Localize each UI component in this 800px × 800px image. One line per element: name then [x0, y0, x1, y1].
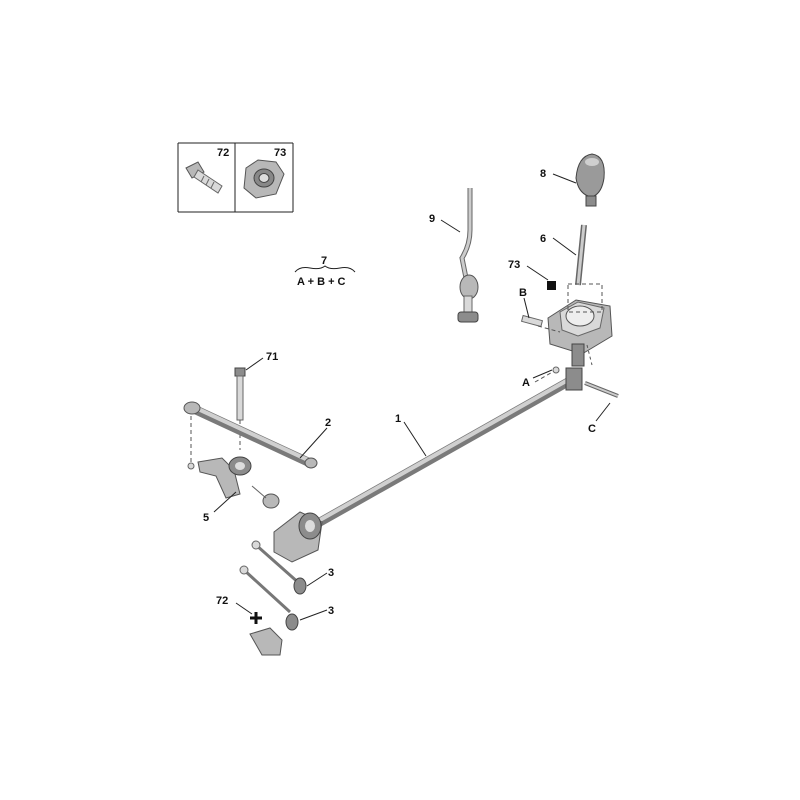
- bracket: [197, 456, 280, 509]
- callout-3-lower: 3: [328, 605, 334, 617]
- legend-box: 72 73: [177, 142, 294, 213]
- callout-labels: 8 6 9 73 B A C 71 2 1 5 3 3 72: [203, 168, 596, 617]
- legend-bolt-ref: 72: [217, 147, 229, 159]
- kit-ref: 7: [321, 255, 327, 267]
- callout-9: 9: [429, 213, 435, 225]
- lever-rod: [575, 224, 587, 286]
- callout-72: 72: [216, 595, 228, 607]
- gear-knob: [575, 153, 605, 207]
- pivot-bracket: [273, 511, 323, 563]
- callout-1: 1: [395, 413, 401, 425]
- callout-a: A: [522, 377, 530, 389]
- callout-71: 71: [266, 351, 278, 363]
- callout-c: C: [588, 423, 596, 435]
- bolt-c: [584, 381, 619, 398]
- callout-6: 6: [540, 233, 546, 245]
- short-rod: [183, 401, 318, 470]
- bolt-71: [234, 367, 246, 450]
- callout-8: 8: [540, 168, 546, 180]
- kit-label: 7 A + B + C: [294, 255, 356, 288]
- pin-b: [520, 314, 561, 333]
- shift-housing: [547, 283, 613, 367]
- bottom-fragment: [249, 612, 283, 656]
- kit-contents: A + B + C: [297, 276, 346, 288]
- main-rod: [315, 366, 583, 527]
- callout-73: 73: [508, 259, 520, 271]
- legend-nut-ref: 73: [274, 147, 286, 159]
- link-rods: [239, 540, 307, 631]
- callout-b: B: [519, 287, 527, 299]
- callout-3-upper: 3: [328, 567, 334, 579]
- bolt-icon: [185, 161, 223, 194]
- callout-5: 5: [203, 512, 209, 524]
- nut-marker: [547, 281, 556, 290]
- callout-2: 2: [325, 417, 331, 429]
- nut-icon: [243, 159, 285, 199]
- leader-lines: [213, 173, 611, 621]
- upper-rod: [457, 188, 479, 323]
